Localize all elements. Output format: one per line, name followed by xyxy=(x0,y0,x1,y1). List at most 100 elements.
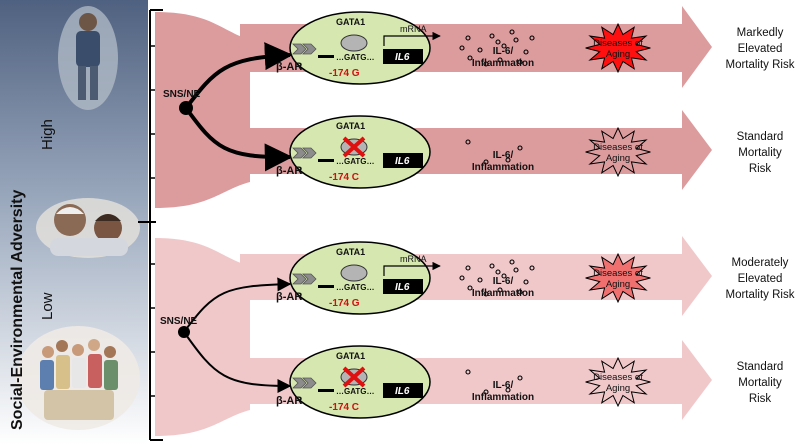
beta-ar-receptor-icon xyxy=(292,43,307,55)
pathway-rows: β-AR GATA1 …GATG… IL6 -174 G mRNA IL-6/Inflamm… xyxy=(276,11,795,419)
il6-molecule-dot xyxy=(483,291,489,297)
il6-molecule-dot xyxy=(509,29,515,35)
disease-label-line1: Diseases of xyxy=(593,142,643,153)
adversity-sidebar: Social-Environmental Adversity High Low xyxy=(0,0,148,445)
cytokine-label-line1: IL-6/ xyxy=(493,380,514,391)
cytokine-label-line2: Inflammation xyxy=(472,162,534,173)
gata1-factor-icon xyxy=(340,264,368,282)
promoter-label: …GATG… xyxy=(336,387,375,396)
il6-molecule-dot xyxy=(517,375,523,381)
gata1-label: GATA1 xyxy=(336,17,365,27)
il6-gene-box xyxy=(383,279,423,294)
mrna-label: mRNA xyxy=(400,24,427,34)
blocked-x-icon xyxy=(342,366,366,388)
promoter-label: …GATG… xyxy=(336,157,375,166)
cytokine-label-line1: IL-6/ xyxy=(493,150,514,161)
gata1-label: GATA1 xyxy=(336,351,365,361)
disease-label-line1: Diseases of xyxy=(593,268,643,279)
il6-molecule-dot xyxy=(477,277,483,283)
outcome-label-line2: Mortality xyxy=(738,147,782,159)
promoter-label: …GATG… xyxy=(336,53,375,62)
sns-low-label: SNS/NE xyxy=(160,316,198,327)
disease-label-line2: Aging xyxy=(606,279,630,290)
cytokine-label-line2: Inflammation xyxy=(472,288,534,299)
cytokine-label-line1: IL-6/ xyxy=(493,46,514,57)
il6-gene-box xyxy=(383,383,423,398)
il6-molecule-dot xyxy=(523,49,529,55)
dna-line xyxy=(318,159,334,162)
gata1-label: GATA1 xyxy=(336,247,365,257)
il6-molecule-dot xyxy=(529,35,535,41)
il6-molecule-dot xyxy=(501,273,507,279)
il6-molecule-dot xyxy=(477,47,483,53)
allele-label: -174 G xyxy=(329,68,360,79)
disease-label-line1: Diseases of xyxy=(593,372,643,383)
cytokine-label-line2: Inflammation xyxy=(472,392,534,403)
il6-molecule-dot xyxy=(513,267,519,273)
il6-molecule-dot xyxy=(465,369,471,375)
axis-label: Social-Environmental Adversity xyxy=(9,190,26,430)
gata1-label: GATA1 xyxy=(336,121,365,131)
il6-molecule-dot xyxy=(465,265,471,271)
outcome-label-line1: Moderately xyxy=(732,257,789,269)
mrna-label: mRNA xyxy=(400,254,427,264)
il6-molecule-dot xyxy=(517,289,523,295)
dna-line xyxy=(318,55,334,58)
il6-gene-label: IL6 xyxy=(395,386,410,397)
beta-ar-receptor-icon xyxy=(302,43,317,55)
il6-gene-label: IL6 xyxy=(395,282,410,293)
il6-molecule-dot xyxy=(465,35,471,41)
il6-molecule-dot xyxy=(495,269,501,275)
outcome-label-line3: Mortality Risk xyxy=(725,289,794,301)
sns-low-branch-upper xyxy=(183,277,292,333)
outcome-label-line3: Mortality Risk xyxy=(725,59,794,71)
disease-label-line1: Diseases of xyxy=(593,38,643,49)
il6-molecule-dot xyxy=(459,275,465,281)
il6-molecule-dot xyxy=(505,157,511,163)
il6-molecule-dot xyxy=(483,389,489,395)
dna-line xyxy=(318,389,334,392)
gata1-factor-icon xyxy=(340,34,368,52)
band-low-trunk xyxy=(155,238,250,436)
beta-ar-receptor-icon xyxy=(292,147,307,159)
il6-gene-box xyxy=(383,153,423,168)
il6-molecule-dot xyxy=(501,43,507,49)
il6-molecule-dot xyxy=(489,263,495,269)
disease-label-line2: Aging xyxy=(606,383,630,394)
beta-ar-receptor-icon xyxy=(302,377,317,389)
outcome-label-line1: Markedly xyxy=(737,27,784,39)
photo-walking-man xyxy=(58,6,118,110)
axis-label-high: High xyxy=(39,119,56,150)
il6-molecule-dot xyxy=(497,287,503,293)
beta-ar-receptor-icon xyxy=(302,147,317,159)
diseases-of-aging-burst xyxy=(585,126,651,178)
sns-low-branch-lower xyxy=(183,331,292,393)
adversity-axis xyxy=(138,9,163,441)
cytokine-label-line1: IL-6/ xyxy=(493,276,514,287)
il6-molecule-dot xyxy=(483,159,489,165)
il6-molecule-dot xyxy=(495,39,501,45)
band-high-trunk xyxy=(155,12,250,208)
il6-molecule-dot xyxy=(509,259,515,265)
il6-molecule-dot xyxy=(489,33,495,39)
receptor-label: β-AR xyxy=(276,291,302,303)
allele-label: -174 C xyxy=(329,402,359,413)
il6-molecule-dot xyxy=(483,61,489,67)
promoter-label: …GATG… xyxy=(336,283,375,292)
il6-gene-box xyxy=(383,49,423,64)
sns-high-branch-lower xyxy=(184,106,293,172)
sns-high: SNS/NE xyxy=(163,42,293,172)
il6-molecule-dot xyxy=(523,279,529,285)
outcome-label-line2: Elevated xyxy=(738,273,783,285)
diseases-of-aging-burst xyxy=(585,356,651,408)
outcome-label-line1: Standard xyxy=(737,131,784,143)
il6-molecule-dot xyxy=(467,55,473,61)
beta-ar-receptor-icon xyxy=(302,273,317,285)
cytokine-label-line2: Inflammation xyxy=(472,58,534,69)
outcome-label-line3: Risk xyxy=(749,393,772,405)
il6-molecule-dot xyxy=(529,265,535,271)
il6-molecule-dot xyxy=(517,145,523,151)
